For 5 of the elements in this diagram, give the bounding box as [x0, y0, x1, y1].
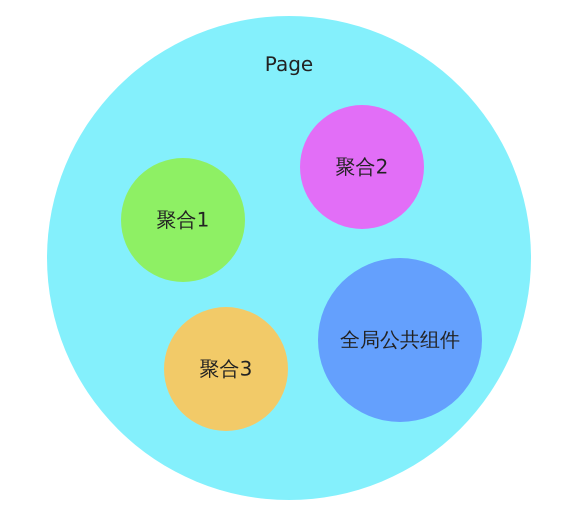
circle-label: Page — [264, 52, 314, 76]
circle-label: 全局公共组件 — [339, 326, 461, 354]
circle-label: 聚合2 — [334, 154, 390, 180]
circle-label: 聚合1 — [156, 206, 210, 234]
circle-label: 聚合3 — [198, 356, 254, 382]
